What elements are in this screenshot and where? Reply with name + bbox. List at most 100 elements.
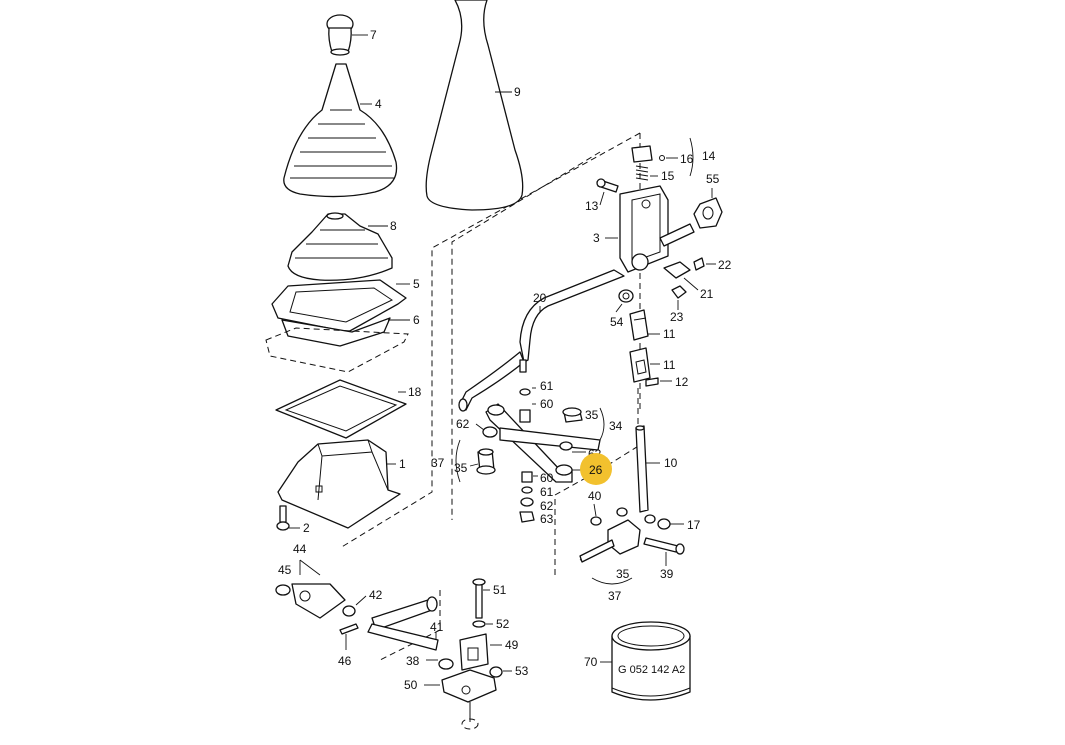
bushing-part-62c[interactable] — [520, 497, 534, 507]
callout-42: 42 — [369, 588, 383, 602]
gasket-part-6[interactable] — [281, 317, 391, 347]
frame-part-5[interactable] — [271, 279, 407, 333]
clip-part-11a[interactable] — [629, 309, 649, 341]
callout-8: 8 — [390, 219, 397, 233]
callout-34: 34 — [609, 419, 623, 433]
washer-part-61b[interactable] — [521, 486, 533, 494]
callout-20: 20 — [533, 291, 547, 305]
bushing-part-54[interactable] — [618, 289, 634, 303]
callout-1: 1 — [399, 457, 406, 471]
callout-11a: 11 — [663, 327, 676, 341]
callout-55: 55 — [706, 172, 720, 186]
callout-35c: 35 — [616, 567, 630, 581]
bolt-part-51[interactable] — [472, 578, 486, 619]
callout-3: 3 — [593, 231, 600, 245]
bolt-part-2[interactable] — [276, 505, 290, 531]
leather-boot-part-9[interactable] — [425, 0, 524, 211]
spring-part-15[interactable] — [635, 165, 649, 181]
part-marking: G 052 142 A2 — [618, 664, 685, 676]
callout-2: 2 — [303, 521, 310, 535]
callout-70: 70 — [584, 655, 598, 669]
callout-60a: 60 — [540, 397, 554, 411]
callout-50: 50 — [404, 678, 418, 692]
callout-9: 9 — [514, 85, 521, 99]
callout-62a: 62 — [456, 417, 470, 431]
linkage-arm-part-26[interactable] — [485, 403, 601, 483]
washer-part-61a[interactable] — [519, 388, 531, 396]
guide-part-49[interactable] — [459, 633, 489, 671]
bushing-part-35a[interactable] — [562, 407, 583, 423]
callout-13: 13 — [585, 199, 599, 213]
callout-22: 22 — [718, 258, 732, 272]
bolt-part-22[interactable] — [693, 257, 705, 271]
callout-12: 12 — [675, 375, 689, 389]
clip-part-16[interactable] — [631, 145, 665, 163]
callout-38: 38 — [406, 654, 420, 668]
callout-46: 46 — [338, 654, 352, 668]
bushing-part-42[interactable] — [342, 605, 356, 617]
callout-35a: 35 — [585, 408, 599, 422]
lever-part-35c[interactable] — [579, 519, 641, 563]
callout-16: 16 — [680, 152, 694, 166]
dashed-outline-lower — [379, 590, 441, 661]
callout-10: 10 — [664, 456, 678, 470]
bolt-part-39[interactable] — [643, 537, 685, 555]
callout-52: 52 — [496, 617, 510, 631]
gear-boot-part-4[interactable] — [283, 63, 398, 198]
selector-rod-part-10[interactable] — [635, 425, 649, 513]
callout-40: 40 — [588, 489, 602, 503]
bushing-part-55[interactable] — [693, 197, 723, 229]
callout-63: 63 — [540, 512, 554, 526]
pin-part-13[interactable] — [596, 178, 619, 193]
callout-37a: 37 — [431, 456, 445, 470]
callout-61b: 61 — [540, 485, 554, 499]
nut-part-53[interactable] — [489, 666, 503, 678]
callout-44: 44 — [293, 542, 307, 556]
clamp-part-21[interactable] — [663, 261, 691, 279]
callout-23: 23 — [670, 310, 684, 324]
callout-39: 39 — [660, 567, 674, 581]
callout-18: 18 — [408, 385, 422, 399]
bracket-part-45[interactable] — [275, 583, 346, 619]
callout-53: 53 — [515, 664, 529, 678]
bushing-part-38[interactable] — [438, 658, 454, 670]
callout-62c: 62 — [540, 499, 554, 513]
dashed-outline-inner — [451, 151, 601, 520]
washer-part-52[interactable] — [472, 620, 486, 628]
callout-26: 26 — [589, 463, 603, 477]
ring-part-70[interactable] — [611, 621, 691, 701]
callout-15: 15 — [661, 169, 675, 183]
callout-51: 51 — [493, 583, 507, 597]
bushing-part-35b[interactable] — [476, 448, 496, 475]
callout-37b: 37 — [608, 589, 622, 603]
lever-bracket-part-3[interactable] — [619, 185, 695, 273]
callout-17: 17 — [687, 518, 701, 532]
base-plate-part-50[interactable] — [441, 669, 497, 703]
clip-part-11b[interactable] — [629, 347, 651, 383]
dashed-outline-linkage — [554, 444, 641, 575]
bushing-part-60b[interactable] — [521, 471, 533, 483]
pin-part-12[interactable] — [645, 377, 659, 387]
nut-part-63[interactable] — [519, 511, 535, 523]
bushing-part-40[interactable] — [590, 516, 602, 526]
knob-part-7[interactable] — [326, 14, 354, 56]
highlight-marker-26[interactable] — [580, 453, 612, 485]
callout-61a: 61 — [540, 379, 554, 393]
bushing-part-17[interactable] — [616, 507, 671, 530]
inner-boot-part-8[interactable] — [287, 212, 393, 281]
plate-part-18[interactable] — [275, 379, 407, 439]
callout-4: 4 — [375, 97, 382, 111]
bushing-part-60a[interactable] — [519, 409, 531, 423]
shift-rod-part-20[interactable] — [458, 269, 625, 412]
callout-54: 54 — [610, 315, 624, 329]
bushing-part-62b[interactable] — [559, 441, 573, 451]
housing-part-1[interactable] — [277, 439, 401, 529]
callout-21: 21 — [700, 287, 714, 301]
callout-11b: 11 — [663, 358, 676, 372]
bushing-part-62a[interactable] — [482, 426, 498, 438]
callout-41: 41 — [430, 620, 444, 634]
callout-6: 6 — [413, 313, 420, 327]
nut-part-23[interactable] — [671, 285, 687, 299]
bolt-part-46[interactable] — [339, 623, 359, 635]
rod-part-41[interactable] — [367, 596, 439, 651]
